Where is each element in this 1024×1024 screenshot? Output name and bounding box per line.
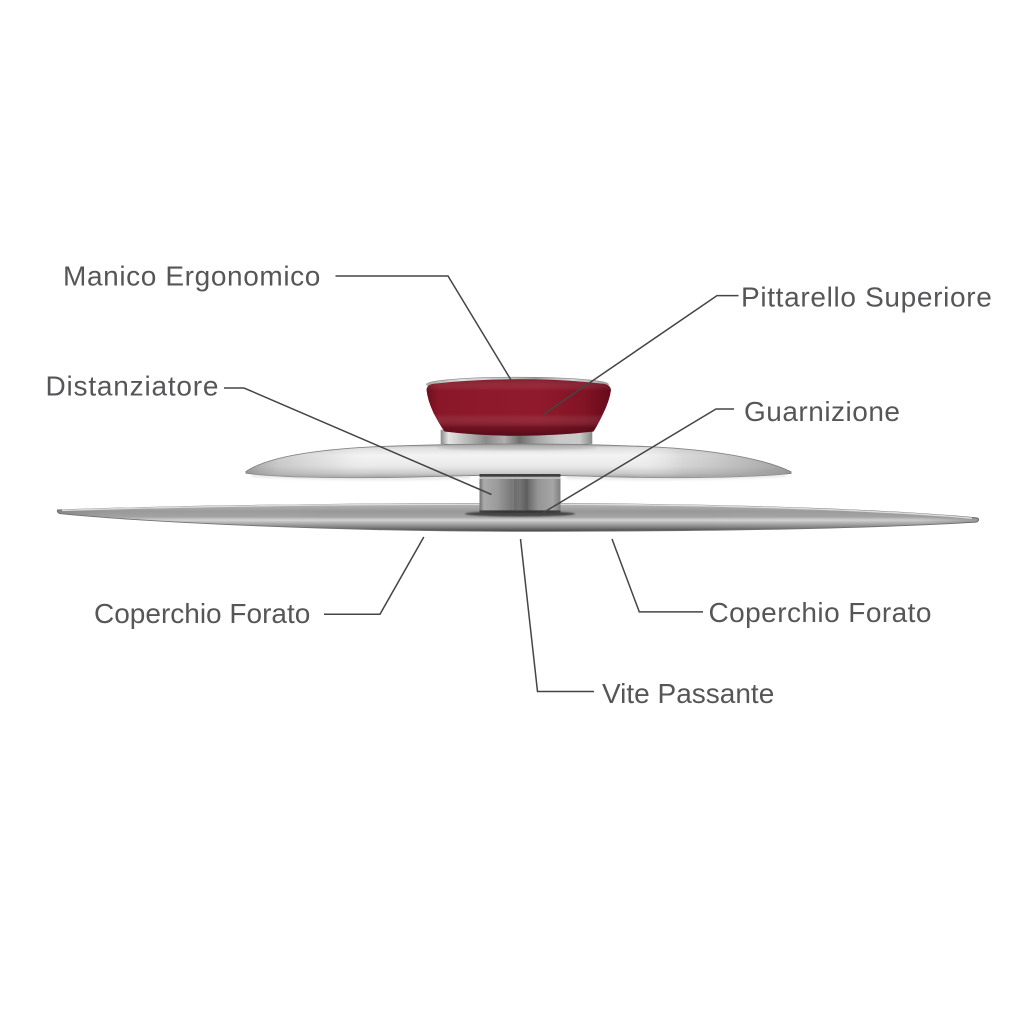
svg-text:Vite Passante: Vite Passante [602, 678, 774, 709]
svg-text:Coperchio Forato: Coperchio Forato [709, 597, 932, 628]
svg-text:Pittarello Superiore: Pittarello Superiore [741, 281, 993, 312]
svg-text:Coperchio Forato: Coperchio Forato [94, 598, 310, 629]
svg-text:Manico Ergonomico: Manico Ergonomico [63, 261, 321, 292]
svg-text:Distanziatore: Distanziatore [46, 370, 220, 401]
svg-text:Guarnizione: Guarnizione [744, 396, 900, 427]
